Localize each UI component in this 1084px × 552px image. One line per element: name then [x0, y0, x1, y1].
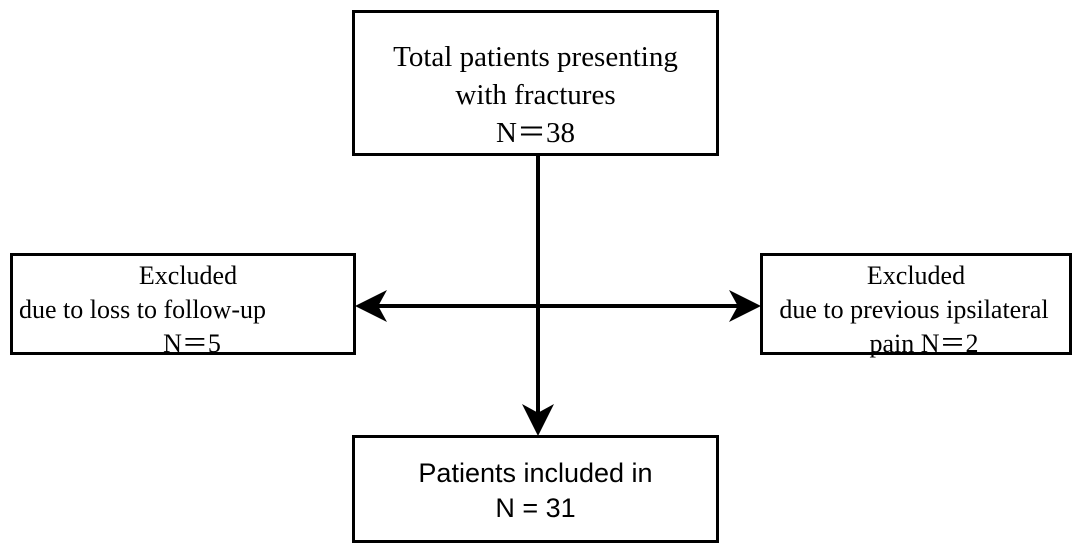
excluded-followup-box: Excluded due to loss to follow-up N＝5 — [10, 253, 356, 358]
excluded-ipsilateral-box: Excluded due to previous ipsilateral pai… — [760, 253, 1072, 358]
included-patients-count: N = 31 — [495, 493, 576, 523]
excluded-ipsilateral-title: Excluded — [866, 261, 966, 290]
excluded-followup-count: N＝5 — [163, 329, 221, 358]
excluded-ipsilateral-reason: due to previous ipsilateral — [779, 295, 1049, 324]
excluded-followup-reason: due to loss to follow-up — [19, 295, 266, 324]
included-patients-label: Patients included in — [418, 458, 653, 488]
total-patients-subtitle: with fractures — [455, 79, 616, 111]
excluded-followup-title: Excluded — [138, 261, 238, 290]
excluded-ipsilateral-count: pain N＝2 — [869, 329, 979, 358]
total-patients-count: N＝38 — [496, 117, 575, 149]
included-patients-box: Patients included in N = 31 — [352, 435, 719, 543]
total-patients-label: Total patients presenting — [393, 41, 678, 73]
total-patients-box: Total patients presenting with fractures… — [352, 10, 719, 156]
